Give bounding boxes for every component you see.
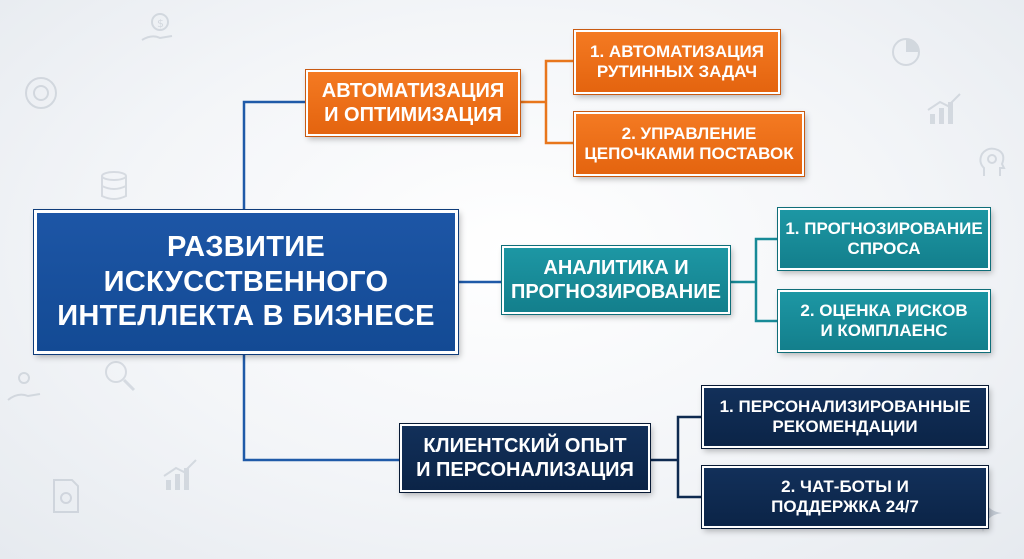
leaf-label: 2. ОЦЕНКА РИСКОВ И КОМПЛАЕНС bbox=[800, 300, 968, 340]
leaf-chatbots-support: 2. ЧАТ-БОТЫ И ПОДДЕРЖКА 24/7 bbox=[701, 465, 989, 529]
branch-automation-label: АВТОМАТИЗАЦИЯ И ОПТИМИЗАЦИЯ bbox=[321, 80, 505, 126]
leaf-personalized-recommendations: 1. ПЕРСОНАЛИЗИРОВАННЫЕ РЕКОМЕНДАЦИИ bbox=[701, 385, 989, 449]
central-topic-box: РАЗВИТИЕ ИСКУССТВЕННОГО ИНТЕЛЛЕКТА В БИЗ… bbox=[33, 209, 459, 355]
branch-analytics: АНАЛИТИКА И ПРОГНОЗИРОВАНИЕ bbox=[501, 245, 731, 315]
magnifier-chart-icon bbox=[105, 361, 136, 392]
branch-customer-experience: КЛИЕНТСКИЙ ОПЫТ И ПЕРСОНАЛИЗАЦИЯ bbox=[399, 423, 651, 493]
branch-automation: АВТОМАТИЗАЦИЯ И ОПТИМИЗАЦИЯ bbox=[305, 69, 521, 137]
branch-analytics-label: АНАЛИТИКА И ПРОГНОЗИРОВАНИЕ bbox=[511, 257, 721, 303]
leaf-automation-routine-tasks: 1. АВТОМАТИЗАЦИЯ РУТИННЫХ ЗАДАЧ bbox=[573, 29, 781, 95]
leaf-demand-forecasting: 1. ПРОГНОЗИРОВАНИЕ СПРОСА bbox=[777, 207, 991, 271]
leaf-label: 1. АВТОМАТИЗАЦИЯ РУТИННЫХ ЗАДАЧ bbox=[590, 41, 764, 81]
hand-person-icon bbox=[7, 372, 41, 401]
leaf-label: 2. ЧАТ-БОТЫ И ПОДДЕРЖКА 24/7 bbox=[771, 476, 919, 516]
pie-chart-icon bbox=[892, 38, 920, 66]
leaf-supply-chain: 2. УПРАВЛЕНИЕ ЦЕПОЧКАМИ ПОСТАВОК bbox=[573, 111, 805, 177]
leaf-label: 1. ПЕРСОНАЛИЗИРОВАННЫЕ РЕКОМЕНДАЦИИ bbox=[719, 396, 971, 436]
money-hand-icon: $ bbox=[141, 13, 173, 41]
branch-customer-experience-label: КЛИЕНТСКИЙ ОПЫТ И ПЕРСОНАЛИЗАЦИЯ bbox=[416, 435, 634, 481]
bar-chart-up-icon bbox=[163, 459, 197, 490]
leaf-label: 2. УПРАВЛЕНИЕ ЦЕПОЧКАМИ ПОСТАВОК bbox=[584, 123, 794, 163]
database-coins-icon bbox=[101, 171, 127, 200]
svg-text:$: $ bbox=[157, 17, 164, 30]
leaf-label: 1. ПРОГНОЗИРОВАНИЕ СПРОСА bbox=[785, 218, 983, 258]
head-gears-icon bbox=[979, 147, 1006, 176]
document-gear-icon bbox=[53, 479, 79, 513]
central-topic-title: РАЗВИТИЕ ИСКУССТВЕННОГО ИНТЕЛЛЕКТА В БИЗ… bbox=[57, 230, 435, 333]
leaf-risk-compliance: 2. ОЦЕНКА РИСКОВ И КОМПЛАЕНС bbox=[777, 289, 991, 353]
bar-chart-up-icon bbox=[927, 93, 961, 124]
dollar-brain-icon bbox=[25, 77, 57, 109]
